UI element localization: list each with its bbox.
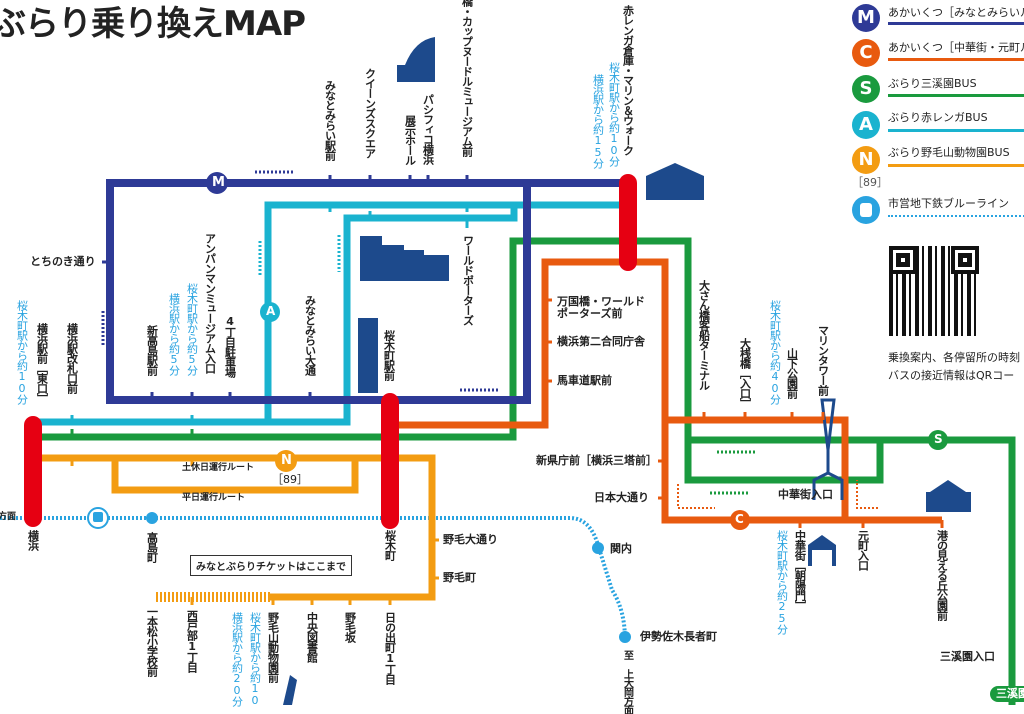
route-a-akarenga [30,201,628,426]
travel-time: 桜木町駅から約10分 [15,300,29,404]
stop-label: 横浜駅前［東口］ [35,323,49,403]
legend-label: あかいくつ［中華街・元町ル [888,41,1024,54]
stop-label: 中央図書館 [305,612,319,662]
legend-line [888,94,1024,97]
stop-label: 山下公園前 [785,348,799,398]
stop-label: 元町入口 [856,530,870,570]
direction-label: 方面 [0,512,17,522]
badge-a: A [266,304,276,318]
stop-label: 赤レンガ倉庫・マリン＆ウォーク [621,5,635,155]
legend-line [888,129,1024,132]
station-label: 横浜 [26,530,40,550]
stop-label: みなとみらい駅前 [323,80,337,160]
stop-label: 港の見える丘公園前 [935,530,949,620]
legend-label: ぶらり赤レンガBUS [888,111,988,124]
page-title: ぶらり乗り換えMAP [0,4,306,44]
legend-label: 市営地下鉄ブルーライン [888,197,1009,210]
stop-label: 野毛町 [443,571,476,584]
route-m-minatomirai [106,179,628,404]
stop-label: 桜木町駅前 [382,330,396,380]
route-badges [206,172,948,530]
station-label: 関内 [610,542,632,555]
stop-label: 新高島駅前 [145,325,159,375]
travel-time: 桜木町駅から約10 [248,612,262,706]
route-number: ［89］ [272,473,308,486]
legend-route-number: ［89］ [852,176,888,189]
station-label: 桜木町 [383,530,397,560]
travel-time: 桜木町駅から約5分 [185,283,199,375]
legend-line [888,215,1024,217]
legend-line [888,22,1024,25]
stop-label: 橋・カップヌードルミュージアム前 [460,0,474,156]
badge-m-icon: M [852,4,880,32]
direction-arrows [101,170,878,509]
legend-label: あかいくつ［みなとみらいル [888,6,1024,19]
qr-code[interactable] [889,246,979,336]
subway-stops [87,507,631,643]
stop-label: 4丁目駐車場 [223,315,237,377]
badge-c-icon: C [852,39,880,67]
route-note: 平日運行ルート [182,493,246,503]
route-note: 土休日運行ルート [182,463,255,473]
badge-c: C [735,512,744,526]
stop-label: 横浜第二合同庁舎 [557,335,645,348]
stop-label: パシフィコ横浜 [421,94,435,164]
stop-label: 大桟橋［入口］ [738,338,752,408]
stop-label: とちのき通り [30,255,96,268]
travel-time: 横浜駅から約5分 [167,293,181,375]
stop-label: 馬車道駅前 [557,374,612,387]
ticket-limit-callout: みなとぶらりチケットはここまで [190,555,352,576]
travel-time: 桜木町駅から約40分 [768,300,782,404]
stop-label: アンパンマンミュージアム入口 [203,233,217,373]
direction-label: 至 上大岡方面 [621,650,633,714]
badge-n-icon: N [852,146,880,174]
subway-icon [852,196,880,224]
travel-time: 横浜駅から約20分 [230,612,244,706]
stop-label: 野毛山動物園前 [266,612,280,682]
stop-label: ワールドポーターズ [461,235,475,325]
landmark-icons [283,37,971,705]
subway-blue-line [0,516,627,641]
legend-line [888,58,1024,61]
qr-note: バスの接近情報はQRコー [888,369,1015,382]
tick-marks [70,175,944,605]
legend-label: ぶらり野毛山動物園BUS [888,146,1010,159]
badge-a-icon: A [852,111,880,139]
stop-label: クイーンズスクエア [363,68,377,158]
stop-label: 西戸部1丁目 [185,610,199,672]
terminal-sankeien: 三溪園 [990,686,1024,702]
route-c-chukagai [390,258,942,524]
stop-label: みなとみらい大通 [303,295,317,375]
travel-time: 桜木町駅から約25分 [775,530,789,634]
stop-label: 展示ホール [403,115,417,165]
qr-note: 乗換案内、各停留所の時刻 [888,351,1020,364]
badge-n: N [281,453,292,468]
stop-label: 新県庁前［横浜三塔前］ [536,454,657,467]
stop-label: 野毛坂 [343,612,357,642]
stop-label: 三溪園入口 [940,650,995,663]
stop-label: 中華街［朝陽門］ [793,530,807,610]
stop-label: 大さん橋客船ターミナル [697,280,711,390]
stop-label: 日の出町1丁目 [383,612,397,684]
station-label: 高島町 [145,532,159,562]
badge-s-icon: S [852,75,880,103]
stop-label: 万国橋・ワールド [557,295,645,308]
stop-label: ポーターズ前 [557,307,623,320]
stop-label: 野毛大通り [443,533,498,546]
stop-label: マリンタワー前 [816,325,830,395]
stop-label: 中華街入口 [778,488,833,501]
travel-time: 横浜駅から約15分 [591,74,605,168]
travel-time: 桜木町駅から約10分 [607,62,621,166]
stop-label: 一本松小学校前 [145,606,159,676]
route-s-sankeien [30,237,1016,705]
legend-line [888,164,1024,167]
route-n-nogeyama [30,454,436,602]
badge-m: M [212,175,225,190]
stop-label: 横浜駅改札口前 [65,323,79,393]
badge-s: S [934,432,943,446]
station-label: 伊勢佐木長者町 [640,630,717,643]
legend-label: ぶらり三溪園BUS [888,77,977,90]
station-bars [24,174,637,529]
stop-label: 日本大通り [594,491,649,504]
